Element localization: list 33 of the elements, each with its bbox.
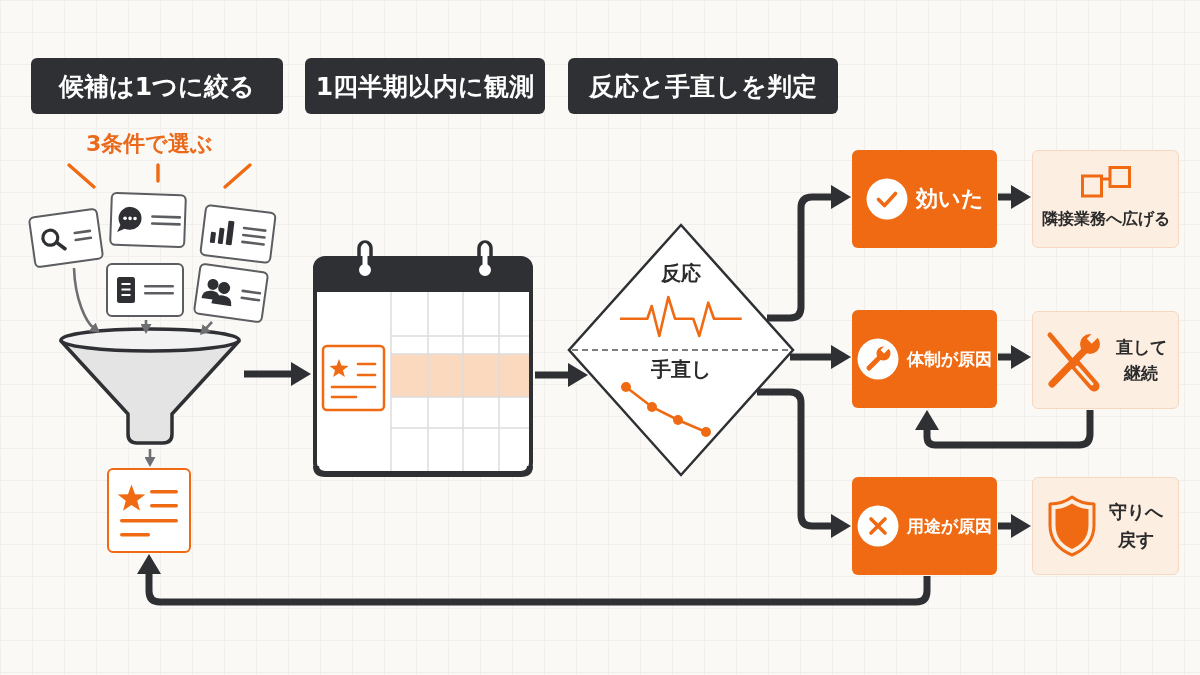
arrow: [998, 345, 1031, 369]
arrow: [998, 185, 1031, 209]
decision-text: 反応: [661, 261, 701, 285]
outcome-box: [852, 477, 997, 575]
outcome-box: [852, 150, 997, 248]
arrow: [757, 388, 851, 538]
heading-banner: 候補は1つに絞る: [31, 58, 283, 114]
arrow: [200, 321, 213, 335]
info-card: [192, 262, 270, 324]
info-card: [199, 203, 277, 265]
info-card: [109, 191, 187, 249]
action-box: [1032, 311, 1179, 409]
outcome-text: 効いた: [915, 185, 984, 213]
action-text: 守りへ戻す: [1108, 500, 1164, 552]
arrow: [137, 554, 931, 606]
heading-banner: 1四半期以内に観測: [305, 58, 545, 114]
action-text: 直して継続: [1115, 335, 1167, 385]
decision-text: 手直し: [651, 357, 711, 381]
action-text: 隣接業務へ広げる: [1041, 208, 1170, 231]
arrow: [790, 345, 851, 369]
annotation-text: 3条件で選ぶ: [86, 131, 214, 158]
outcome-text: 体制が原因: [907, 347, 992, 371]
arrow: [140, 320, 152, 334]
heading-banner: 反応と手直しを判定: [568, 58, 838, 114]
arrow: [144, 449, 156, 467]
arrow: [998, 514, 1031, 538]
action-box: [1032, 477, 1179, 575]
info-card: [106, 263, 184, 317]
action-box: [1032, 150, 1179, 248]
arrow: [72, 267, 100, 334]
outcome-box: [852, 310, 997, 408]
outcome-text: 用途が原因: [907, 514, 992, 538]
selected-card: [107, 468, 191, 553]
